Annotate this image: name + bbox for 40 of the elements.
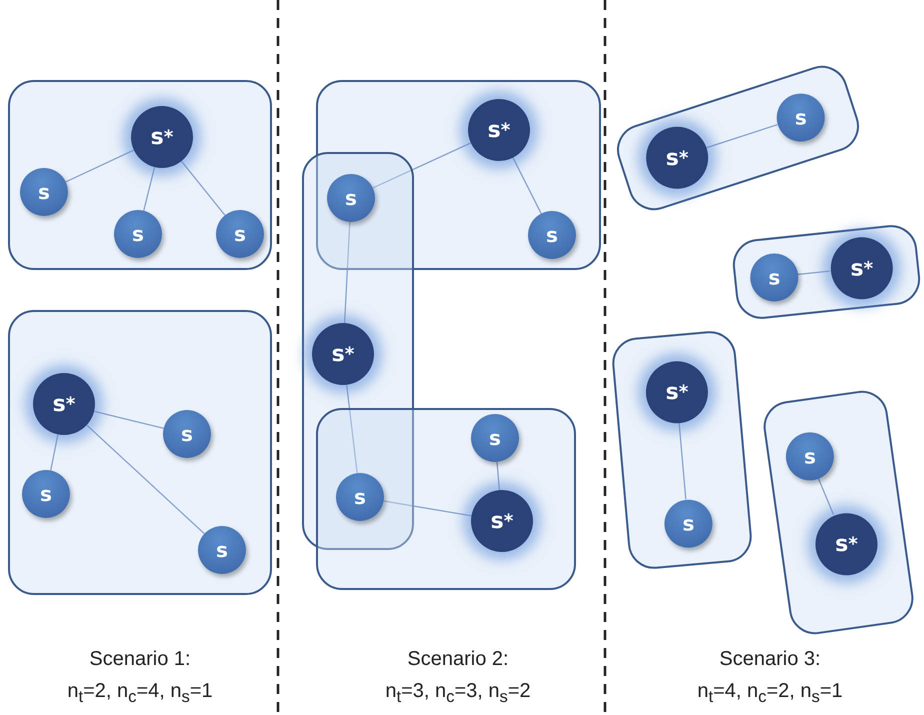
connector-line — [372, 142, 472, 189]
connector-line — [512, 157, 542, 214]
parameter-text: n$_{t}$=4, n$_{c}$=2, n$_{s}$=1 — [697, 680, 843, 707]
scenario-title: Scenario 3: — [719, 648, 821, 671]
scenario-title: Scenario 1: — [89, 648, 191, 671]
connector-line — [180, 160, 226, 216]
scenario-title: Scenario 2: — [407, 648, 509, 671]
node-circle: s — [22, 470, 70, 518]
node-circle: s — [327, 174, 375, 222]
group-box — [8, 310, 272, 594]
parameter-text: n$_{t}$=3, n$_{c}$=3, n$_{s}$=2 — [385, 680, 531, 707]
node-circle: s — [20, 168, 68, 216]
connector-line — [344, 222, 350, 324]
connector-line — [678, 422, 686, 500]
connector-line — [143, 166, 156, 211]
node-circle: s — [216, 210, 264, 258]
node-circle: s — [163, 410, 211, 458]
node-circle: s — [114, 210, 162, 258]
group-box — [316, 80, 600, 270]
node-circle: s — [336, 473, 384, 521]
connector-line — [86, 424, 205, 534]
connector-line — [496, 462, 500, 490]
node-circle: s — [664, 499, 712, 548]
node-circle: s — [198, 526, 246, 574]
connector-line — [797, 270, 830, 276]
connector-line — [66, 150, 134, 182]
connector-line — [50, 434, 58, 471]
connector-line — [94, 410, 164, 429]
node-circle: s — [528, 211, 576, 259]
connector-line — [384, 500, 472, 516]
parameter-text: n$_{t}$=2, n$_{c}$=4, n$_{s}$=1 — [67, 680, 213, 707]
group-box — [316, 408, 576, 590]
node-circle: s — [776, 93, 824, 142]
node-circle: s — [471, 414, 519, 462]
group-box — [8, 80, 272, 270]
node-circle: s — [784, 432, 833, 480]
node-circle: s — [749, 253, 798, 302]
connector-line — [818, 477, 834, 515]
connector-line — [706, 124, 778, 148]
connector-line — [346, 384, 358, 474]
